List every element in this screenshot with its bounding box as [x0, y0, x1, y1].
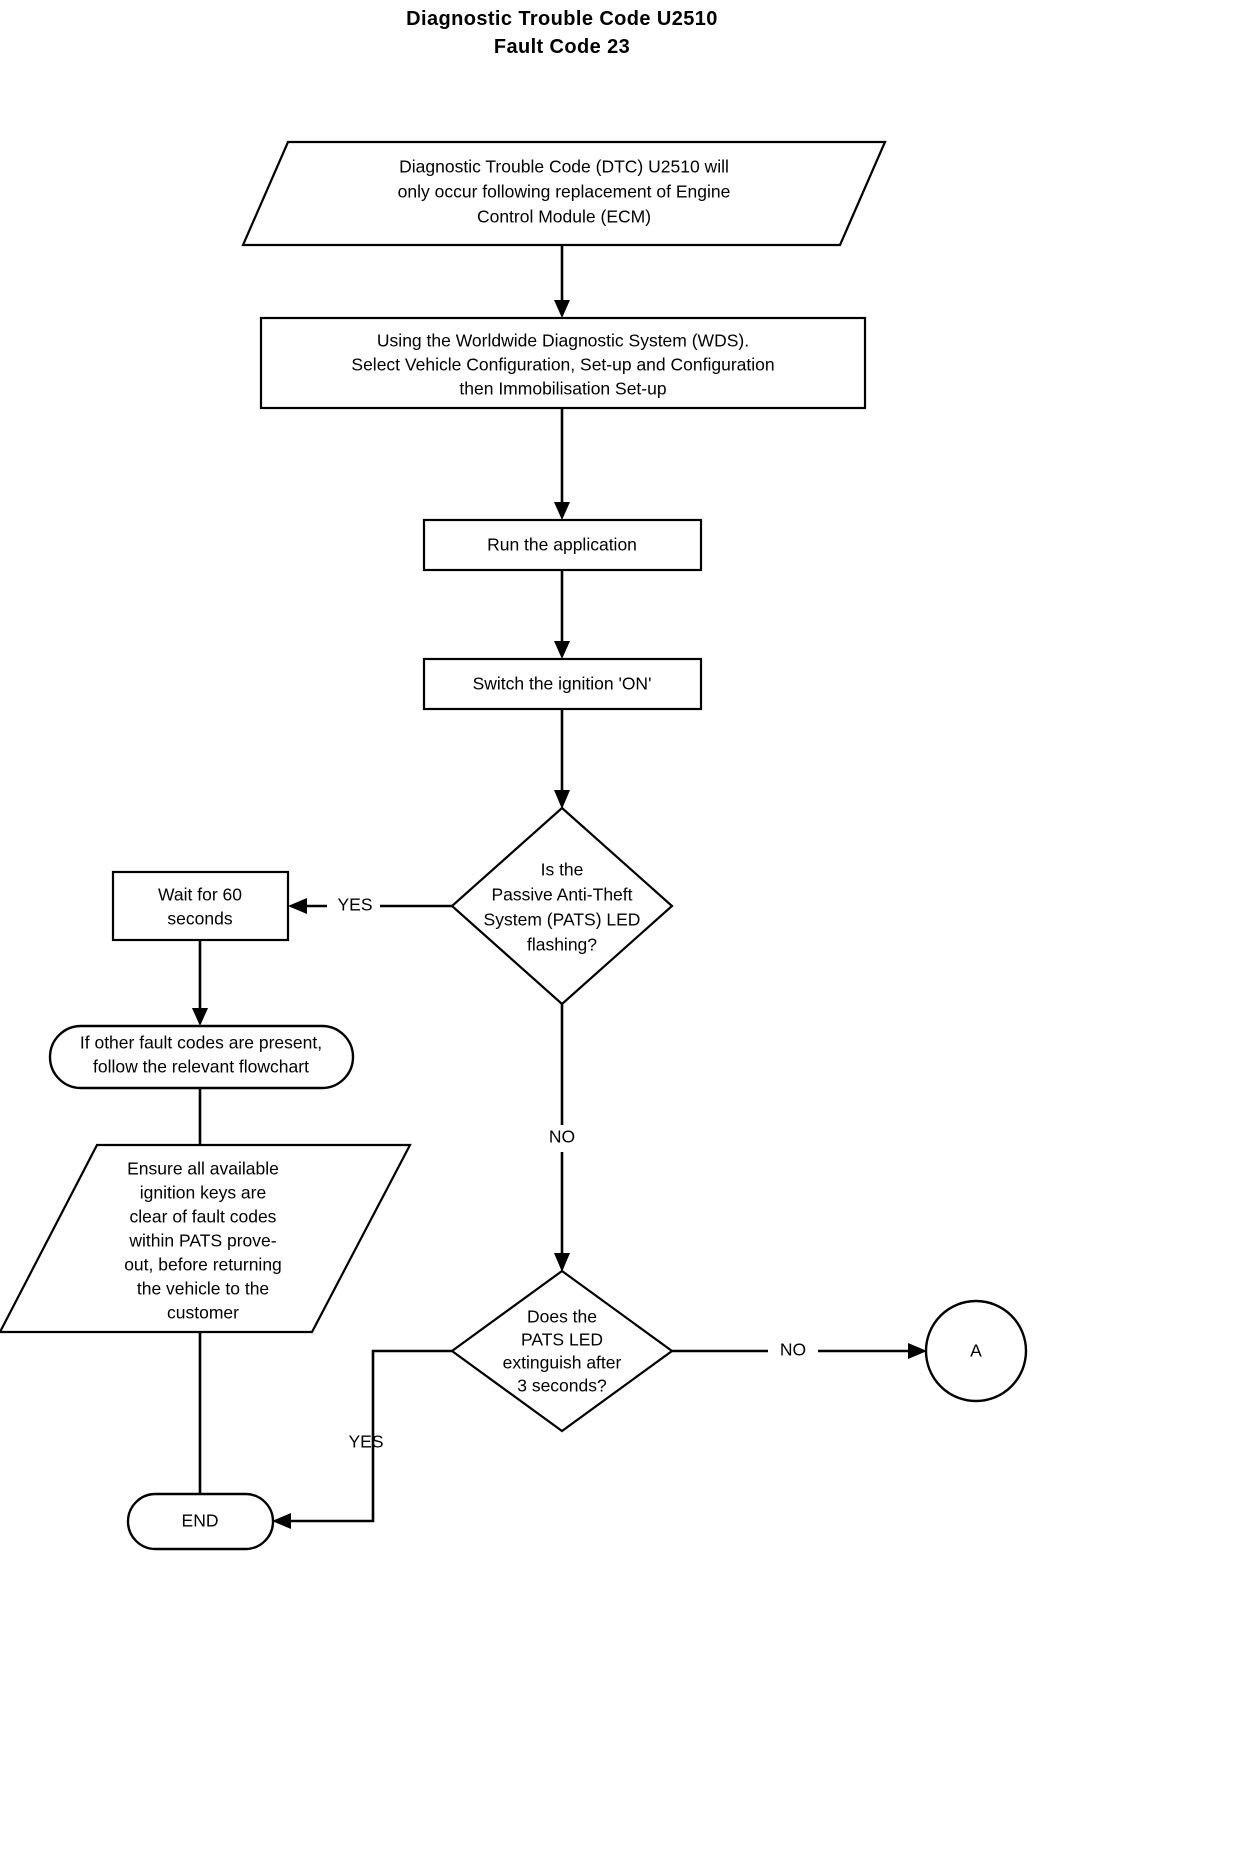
node-ensure-keys-shape[interactable]	[0, 1143, 412, 1334]
node-wds-setup-shape[interactable]	[259, 316, 867, 410]
node-run-application-shape[interactable]	[422, 518, 703, 572]
edge-label-no-extinguish: NO	[780, 1340, 806, 1360]
edge-start-to-wds-arrowhead	[554, 300, 570, 318]
node-pats-extinguish-line-2: PATS LED	[521, 1330, 603, 1350]
node-connector-a-label: A	[970, 1341, 982, 1361]
edge-decision1-no-arrowhead	[554, 1253, 570, 1272]
node-wait-60-line-2: seconds	[167, 909, 232, 929]
edge-label-no-flashing: NO	[549, 1127, 575, 1147]
edge-decision1-yes-arrowhead	[288, 898, 307, 914]
node-wait-60-shape[interactable]	[111, 870, 290, 942]
node-pats-flashing-line-4: flashing?	[527, 935, 597, 955]
edge-decision2-yes-path	[287, 1349, 452, 1523]
node-start-note-line-3: Control Module (ECM)	[477, 207, 651, 227]
node-other-faults-line-2: follow the relevant flowchart	[93, 1057, 309, 1077]
edge-label-yes-extinguish: YES	[348, 1432, 383, 1452]
node-start-note-line-1: Diagnostic Trouble Code (DTC) U2510 will	[399, 157, 729, 177]
node-ensure-keys-line-4: within PATS prove-	[128, 1231, 276, 1251]
node-ensure-keys-line-7: customer	[167, 1303, 239, 1323]
page-title-line-1: Diagnostic Trouble Code U2510	[406, 8, 718, 30]
node-pats-flashing-line-1: Is the	[541, 860, 584, 880]
node-wds-setup-line-3: then Immobilisation Set-up	[459, 379, 666, 399]
edge-label-yes-flashing: YES	[337, 895, 372, 915]
edge-decision2-yes-arrowhead	[272, 1513, 291, 1529]
node-wds-setup-line-2: Select Vehicle Configuration, Set-up and…	[351, 355, 774, 375]
node-ensure-keys-line-3: clear of fault codes	[130, 1207, 277, 1227]
edge-ignition-to-decision1-arrowhead	[554, 790, 570, 809]
node-wait-60-line-1: Wait for 60	[158, 885, 242, 905]
node-other-faults-shape[interactable]	[48, 1024, 355, 1090]
node-pats-extinguish-shape[interactable]	[450, 1269, 674, 1433]
node-ensure-keys-line-6: the vehicle to the	[137, 1279, 269, 1299]
node-pats-extinguish-line-3: extinguish after	[503, 1353, 622, 1373]
node-switch-ignition-shape[interactable]	[422, 657, 703, 711]
node-ensure-keys-line-2: ignition keys are	[140, 1183, 266, 1203]
node-ensure-keys-line-5: out, before returning	[124, 1255, 282, 1275]
edge-wait-to-otherfaults-arrowhead	[192, 1008, 208, 1026]
edge-run-to-ignition-arrowhead	[554, 641, 570, 659]
node-start-note-shape[interactable]	[241, 140, 887, 247]
node-connector-a-shape[interactable]	[924, 1299, 1028, 1403]
node-wds-setup-line-1: Using the Worldwide Diagnostic System (W…	[377, 331, 749, 351]
page-title-line-2: Fault Code 23	[494, 36, 630, 58]
node-ensure-keys-line-1: Ensure all available	[127, 1159, 279, 1179]
edge-wds-to-run-arrowhead	[554, 502, 570, 520]
node-end-shape[interactable]	[126, 1492, 275, 1551]
node-other-faults-line-1: If other fault codes are present,	[80, 1033, 322, 1053]
node-pats-flashing-line-2: Passive Anti-Theft	[491, 885, 632, 905]
node-run-application-label: Run the application	[487, 535, 637, 555]
node-end-label: END	[182, 1511, 219, 1531]
node-pats-extinguish-line-4: 3 seconds?	[517, 1376, 607, 1396]
edge-decision2-no-arrowhead	[908, 1343, 927, 1359]
node-pats-flashing-line-3: System (PATS) LED	[484, 910, 641, 930]
node-pats-extinguish-line-1: Does the	[527, 1307, 597, 1327]
node-pats-flashing-shape[interactable]	[450, 806, 674, 1006]
node-start-note-line-2: only occur following replacement of Engi…	[398, 182, 731, 202]
node-switch-ignition-label: Switch the ignition 'ON'	[473, 674, 652, 694]
